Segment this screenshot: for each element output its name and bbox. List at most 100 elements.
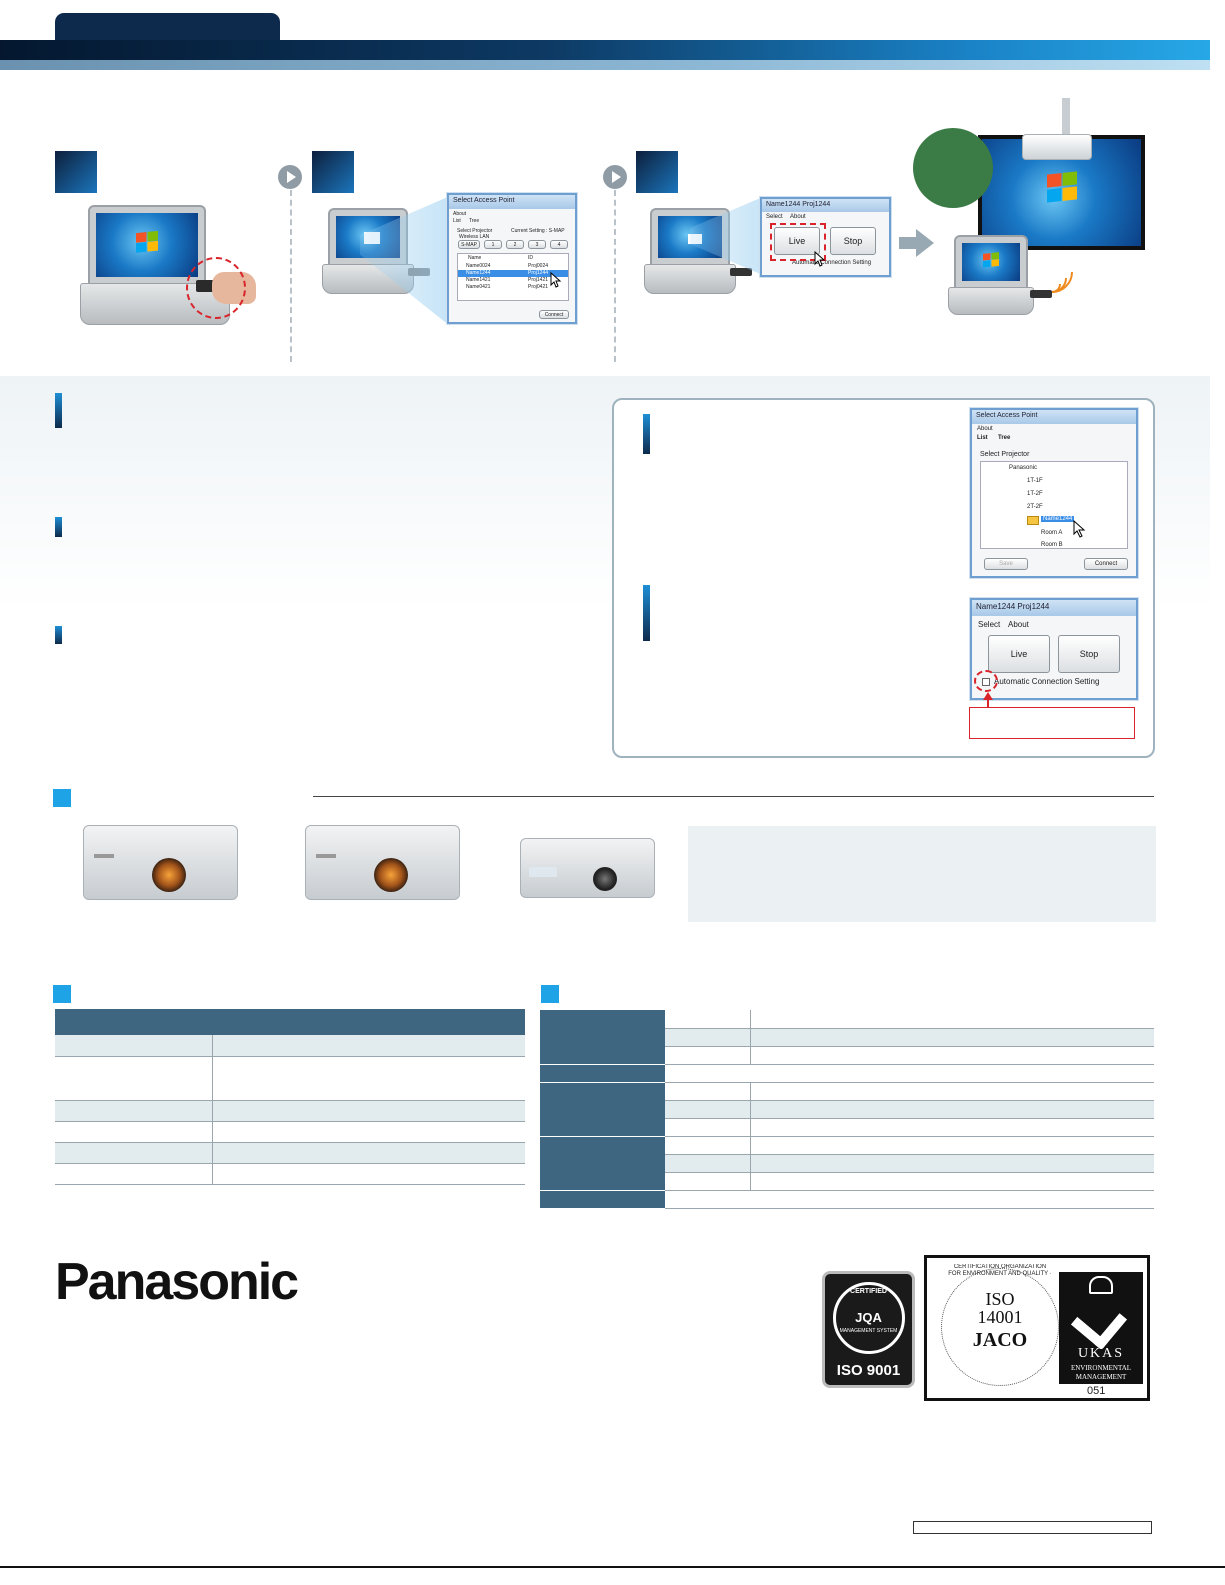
col-name: Name xyxy=(468,255,482,261)
ukas-badge: UKAS ENVIRONMENTAL MANAGEMENT xyxy=(1059,1272,1143,1384)
table-row xyxy=(55,1056,525,1101)
step-arrow-2-icon xyxy=(603,165,627,189)
current-setting-label: Current Setting : S-MAP xyxy=(511,228,565,234)
projector-image-3 xyxy=(520,838,655,898)
laptop-lid xyxy=(954,235,1028,289)
live-highlight-box xyxy=(770,223,826,261)
dialog-title: Name1244 Proj1244 xyxy=(762,199,889,212)
projection-screen xyxy=(978,135,1145,250)
auto-connection-label[interactable]: Automatic Connection Setting xyxy=(792,260,872,266)
menu-about[interactable]: About xyxy=(790,214,806,220)
ceiling-mount xyxy=(1062,98,1070,138)
iso14001-ukas-badge: CERTIFICATION ORGANIZATION FOR ENVIRONME… xyxy=(924,1255,1150,1401)
table-row xyxy=(540,1046,1154,1065)
live-dialog-large: Name1244 Proj1244 Select About Live Stop… xyxy=(970,598,1138,700)
save-button[interactable]: Save xyxy=(984,558,1028,570)
table-row xyxy=(540,1010,1154,1065)
jqa-ring xyxy=(833,1282,905,1354)
laptop-base xyxy=(948,287,1034,315)
wireless-signal-icon xyxy=(1051,271,1073,293)
live-dialog-small: Name1244 Proj1244 Select About Live Stop… xyxy=(760,197,891,277)
tab-list[interactable]: List xyxy=(453,218,461,224)
footer-rule xyxy=(0,1566,1225,1568)
ukas-mgmt-text: MANAGEMENT xyxy=(1075,1373,1127,1381)
table-row xyxy=(540,1154,1154,1173)
mouse-cursor-icon xyxy=(1073,520,1086,538)
dialog-title: Select Access Point xyxy=(972,410,1136,424)
ch-2-button[interactable]: 2 xyxy=(506,240,524,249)
table-row xyxy=(540,1190,1154,1209)
table-row xyxy=(55,1142,525,1164)
step-1-badge xyxy=(55,151,97,193)
live-button[interactable]: Live xyxy=(774,227,820,255)
tree-node-selected[interactable]: Name1244 xyxy=(1041,516,1075,522)
select-access-point-dialog: Select Access Point About List Tree Sele… xyxy=(447,193,577,324)
feature-bar-1 xyxy=(55,393,62,428)
usb-module-icon xyxy=(1030,290,1052,298)
header-tab xyxy=(55,13,280,45)
spec-table-left xyxy=(55,1009,525,1185)
jqa-text: JQA xyxy=(855,1310,882,1325)
control-panel xyxy=(529,867,557,877)
tab-tree[interactable]: Tree xyxy=(998,435,1011,441)
table-row xyxy=(540,1064,1154,1083)
ch-1-button[interactable]: 1 xyxy=(484,240,502,249)
menu-select[interactable]: Select xyxy=(978,620,1001,629)
laptop-screen xyxy=(962,243,1020,281)
table-row xyxy=(540,1028,1154,1047)
result-arrow-icon xyxy=(916,229,934,257)
projector-image-1 xyxy=(83,825,238,900)
usb-module-icon xyxy=(730,268,752,276)
tree-node[interactable]: 1T-1F xyxy=(1027,478,1043,484)
s-map-button[interactable]: S-MAP xyxy=(458,240,480,249)
tab-list[interactable]: List xyxy=(977,435,988,441)
ch-4-button[interactable]: 4 xyxy=(550,240,568,249)
tree-dialog: Select Access Point About List Tree Sele… xyxy=(970,408,1138,578)
tree-node[interactable]: 1T-2F xyxy=(1027,491,1043,497)
connect-button[interactable]: Connect xyxy=(539,310,569,319)
windows-logo-icon xyxy=(983,252,999,268)
result-arrow-stem xyxy=(899,237,917,249)
tab-tree[interactable]: Tree xyxy=(469,218,480,224)
footer-code-box xyxy=(913,1521,1152,1534)
projector-tree: Panasonic 1T-1F 1T-2F 2T-2F Name1244 Roo… xyxy=(980,461,1128,549)
header-band xyxy=(0,40,1210,60)
menu-about[interactable]: About xyxy=(1008,620,1029,629)
tree-node[interactable]: Room A xyxy=(1041,530,1063,536)
jqa-management-text: MANAGEMENT SYSTEM xyxy=(839,1328,898,1334)
ch-3-button[interactable]: 3 xyxy=(528,240,546,249)
laptop-base xyxy=(644,264,736,294)
select-projector-label: Select Projector xyxy=(980,451,1030,458)
spec-table-right xyxy=(540,1010,1154,1209)
tree-node[interactable]: Room B xyxy=(1041,542,1063,548)
select-projector-label: Select Projector xyxy=(457,228,493,234)
status-circle xyxy=(913,128,993,208)
projector-image-2 xyxy=(305,825,460,900)
lens xyxy=(374,858,408,892)
table-row xyxy=(55,1100,525,1122)
auto-connection-label[interactable]: Automatic Connection Setting xyxy=(994,677,1100,686)
menu-select[interactable]: Select xyxy=(766,214,783,220)
dialog-menu[interactable]: About xyxy=(453,211,467,217)
tree-node[interactable]: 2T-2F xyxy=(1027,504,1043,510)
mouse-cursor-icon xyxy=(550,272,562,288)
table-row xyxy=(540,1136,1154,1191)
stop-button[interactable]: Stop xyxy=(1058,635,1120,673)
table-row xyxy=(55,1035,525,1057)
usb-highlight-circle xyxy=(186,257,246,319)
lens xyxy=(152,858,186,892)
stop-button[interactable]: Stop xyxy=(830,227,876,255)
live-button[interactable]: Live xyxy=(988,635,1050,673)
dialog-menu[interactable]: About xyxy=(977,426,993,432)
jaco-text: JACO xyxy=(972,1329,1028,1351)
callout-pointer-icon xyxy=(983,692,993,700)
table-header-cell xyxy=(55,1009,212,1035)
connect-button[interactable]: Connect xyxy=(1084,558,1128,570)
header-band-light xyxy=(0,60,1210,70)
tree-node[interactable]: Panasonic xyxy=(1009,465,1038,471)
lens xyxy=(593,867,617,891)
